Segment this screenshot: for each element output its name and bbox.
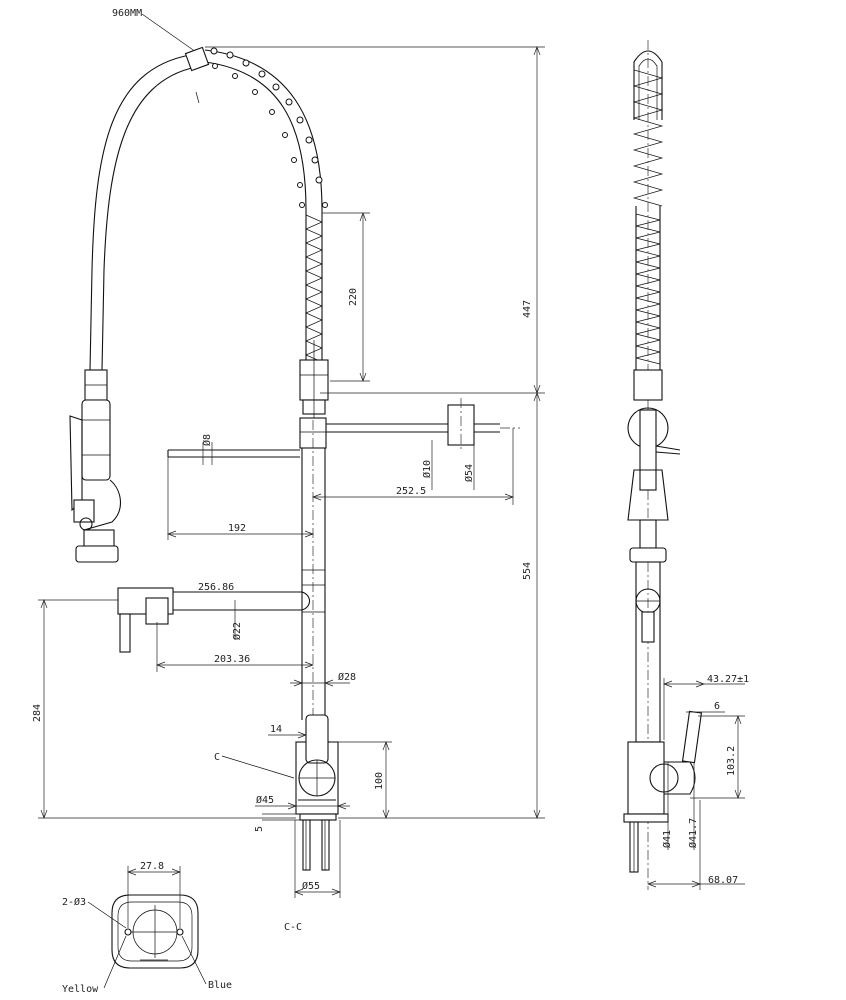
dim-dia-22: Ø22 <box>231 622 243 640</box>
side-dim-dia-41-7: Ø41.7 <box>687 818 699 848</box>
side-dim-43-27: 43.27±1 <box>707 674 749 685</box>
wire-yellow-label: Yellow <box>62 984 99 995</box>
dim-203-36: 203.36 <box>214 654 250 665</box>
section-c-c: 27.8 2-Ø3 Yellow Blue C-C <box>62 861 302 995</box>
side-dim-dia-41: Ø41 <box>661 830 673 848</box>
hose-length-label: 960MM <box>112 8 142 19</box>
side-dim-68-07: 68.07 <box>708 875 738 886</box>
dim-252-5: 252.5 <box>396 486 426 497</box>
dim-dia-54: Ø54 <box>463 464 475 482</box>
spring-beads <box>210 47 328 208</box>
dim-27-8: 27.8 <box>140 861 164 872</box>
dim-5: 5 <box>254 826 265 832</box>
dim-192: 192 <box>228 523 246 534</box>
dim-dia-55: Ø55 <box>302 880 320 892</box>
dim-100: 100 <box>374 772 385 790</box>
dim-dia-10: Ø10 <box>421 460 433 478</box>
dim-256-86: 256.86 <box>198 582 234 593</box>
section-title: C-C <box>284 922 302 933</box>
dim-dia-8: Ø8 <box>201 434 213 446</box>
dim-dia-28: Ø28 <box>338 671 356 683</box>
side-dim-6: 6 <box>714 701 720 712</box>
holes-label: 2-Ø3 <box>62 896 86 908</box>
dim-447: 447 <box>522 300 533 318</box>
section-mark-c: C <box>214 752 220 763</box>
side-view: 43.27±1 6 103.2 Ø41 Ø41.7 68.07 <box>623 40 749 890</box>
wire-blue-label: Blue <box>208 980 232 991</box>
dim-554: 554 <box>522 562 533 580</box>
dim-220: 220 <box>348 288 359 306</box>
dim-14: 14 <box>270 724 282 735</box>
front-view: 960MM <box>32 8 545 898</box>
dim-dia-45: Ø45 <box>256 794 274 806</box>
dim-284: 284 <box>32 704 43 722</box>
side-dim-103-2: 103.2 <box>726 746 737 776</box>
